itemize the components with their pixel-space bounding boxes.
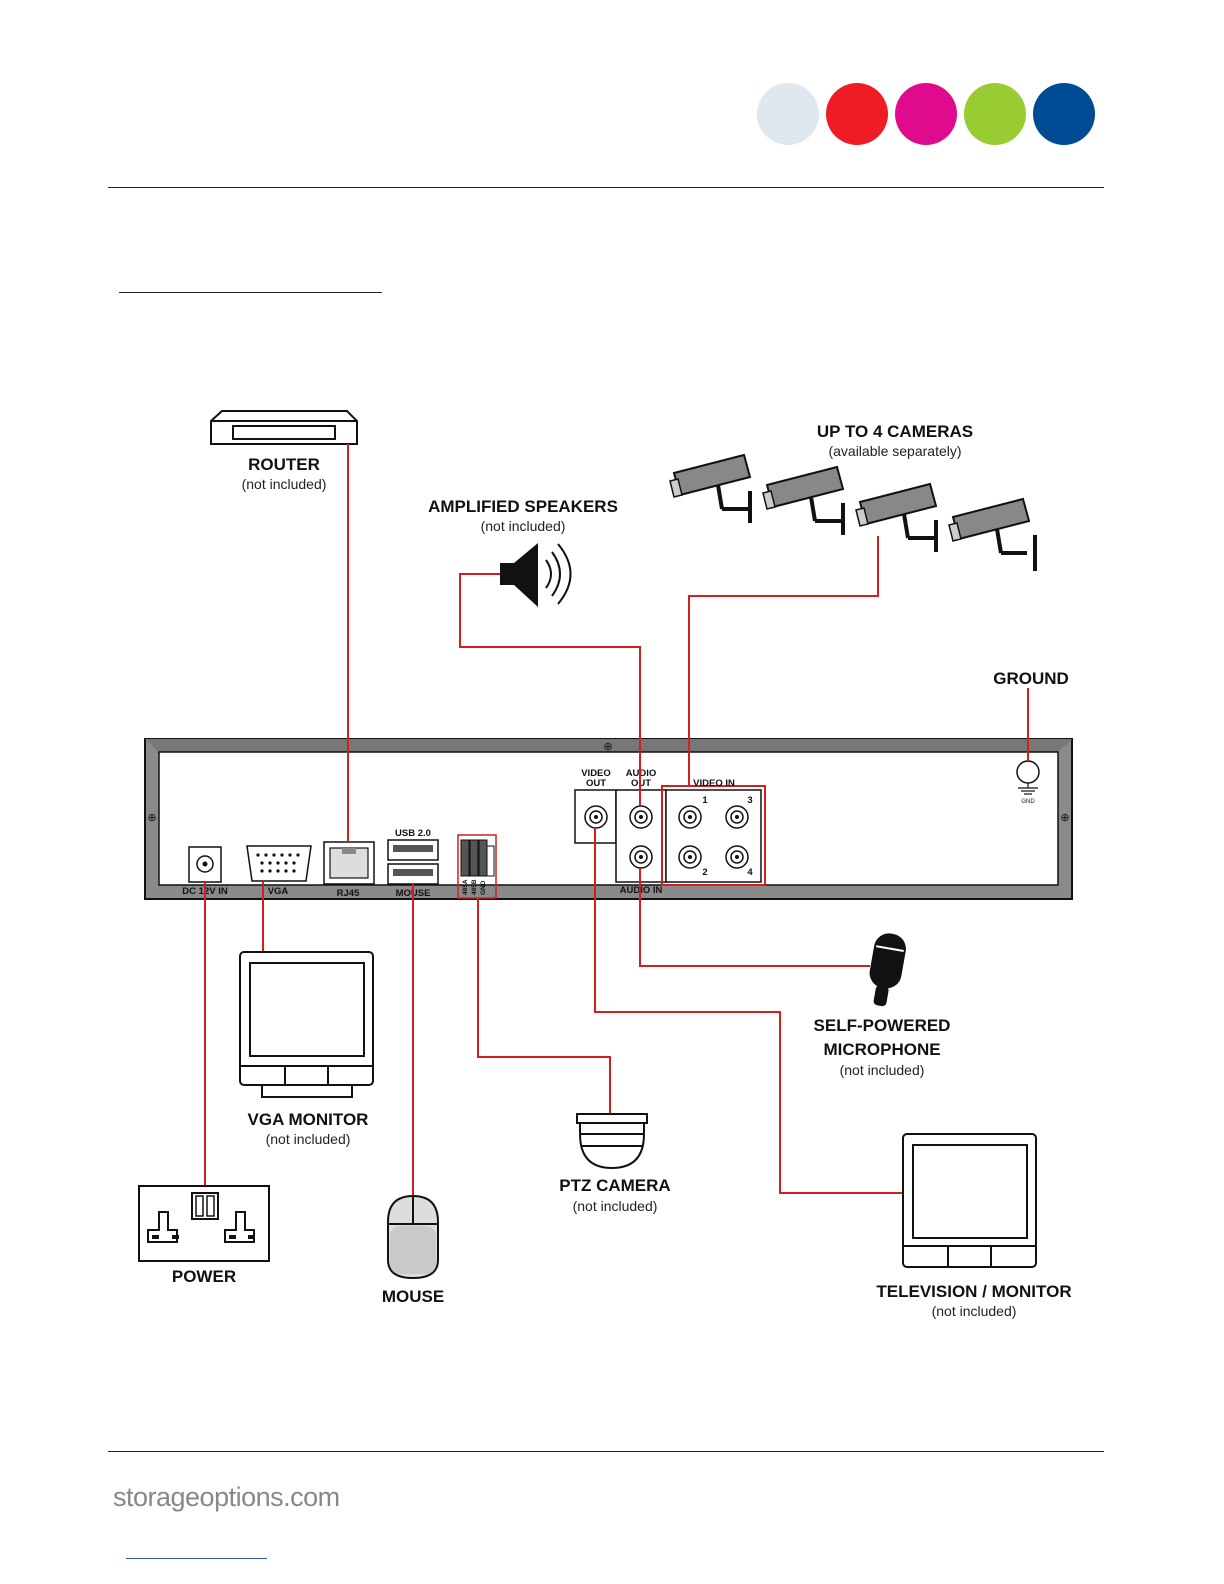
mouse-label: MOUSE: [382, 1287, 444, 1306]
ground-label: GROUND: [993, 669, 1069, 688]
tv-wire: [594, 828, 903, 1194]
video-in-ch2-label: 2: [702, 867, 707, 878]
cameras-note: (available separately): [828, 443, 961, 459]
dvr-rear-panel: ⊕ ⊕ ⊕ DC 12V IN VGA RJ45 USB 2.0 MOUSE: [144, 738, 1073, 900]
ptz-camera-icon: [576, 1113, 648, 1170]
video-in-ch4-label: 4: [747, 867, 753, 878]
mouse-icon: [387, 1194, 439, 1280]
cameras-label: UP TO 4 CAMERAS: [817, 422, 973, 441]
ptz-wire: [477, 898, 611, 1115]
brand-dot-5: [1033, 83, 1095, 145]
power-label: POWER: [172, 1267, 236, 1286]
svg-text:⊕: ⊕: [603, 741, 612, 753]
tv-note: (not included): [932, 1303, 1017, 1319]
video-in-ch1-label: 1: [702, 795, 708, 806]
camera-icon-1: [669, 453, 752, 523]
ptz-camera-label: PTZ CAMERA: [559, 1176, 670, 1195]
usb-port-label: USB 2.0: [395, 828, 431, 839]
svg-text:⊕: ⊕: [147, 812, 156, 824]
microphone-label-2: MICROPHONE: [823, 1040, 940, 1059]
speaker-icon: [500, 543, 572, 607]
audio-in-label: AUDIO IN: [620, 885, 663, 896]
audio-out-label-2: OUT: [631, 778, 651, 789]
audio-in-connector: [629, 845, 653, 869]
footer-link-underline[interactable]: [126, 1558, 267, 1559]
microphone-label-1: SELF-POWERED: [814, 1016, 951, 1035]
video-out-label-1: VIDEO: [581, 768, 611, 779]
brand-dot-4: [964, 83, 1026, 145]
camera-icon-3: [855, 482, 938, 552]
microphone-note: (not included): [840, 1062, 925, 1078]
video-out-label-2: OUT: [586, 778, 606, 789]
video-in-connector-2: [678, 845, 702, 869]
video-out-connector: [584, 805, 608, 829]
footer-brand-logo: storageoptions.com: [113, 1482, 340, 1512]
video-in-ch3-label: 3: [747, 795, 752, 806]
video-in-connector-4: [725, 845, 749, 869]
brand-dot-3: [895, 83, 957, 145]
microphone-icon: [869, 933, 906, 1007]
speaker-wire: [459, 573, 641, 806]
video-in-highlight: [661, 785, 766, 886]
brand-dot-1: [757, 83, 819, 145]
router-label: ROUTER: [248, 455, 320, 474]
camera-icon-4: [948, 497, 1037, 571]
audio-out-connector: [629, 805, 653, 829]
vga-port-label: VGA: [268, 886, 289, 897]
camera-wire: [688, 536, 879, 786]
header-rule: [108, 187, 1104, 188]
footer-rule: [108, 1451, 1104, 1452]
microphone-wire: [639, 868, 870, 967]
section-title-underline: [119, 292, 382, 293]
rj45-port-label: RJ45: [337, 888, 360, 899]
vga-monitor-label: VGA MONITOR: [248, 1110, 369, 1129]
svg-text:⊕: ⊕: [1060, 812, 1069, 824]
rs485-gnd-label: GND: [480, 880, 487, 895]
ground-terminal-label: GND: [1021, 799, 1035, 805]
power-outlet-icon: [138, 1185, 270, 1262]
router-note: (not included): [242, 476, 327, 492]
speakers-label: AMPLIFIED SPEAKERS: [428, 497, 618, 516]
ptz-camera-note: (not included): [573, 1198, 658, 1214]
speakers-note: (not included): [481, 518, 566, 534]
vga-monitor-icon: [239, 951, 374, 1098]
connection-wires: [204, 444, 1029, 1195]
video-in-connector-3: [725, 805, 749, 829]
rs485b-label: 485B: [471, 879, 478, 895]
camera-icon-2: [762, 465, 845, 535]
video-in-connector-1: [678, 805, 702, 829]
vga-monitor-note: (not included): [266, 1131, 351, 1147]
router-icon: [210, 410, 358, 445]
video-in-label: VIDEO IN: [693, 778, 735, 789]
rs485a-label: 485A: [462, 879, 469, 895]
ground-terminal-icon: [1016, 760, 1040, 795]
tv-monitor-icon: [902, 1133, 1037, 1268]
tv-label: TELEVISION / MONITOR: [876, 1282, 1071, 1301]
brand-dot-2: [826, 83, 888, 145]
